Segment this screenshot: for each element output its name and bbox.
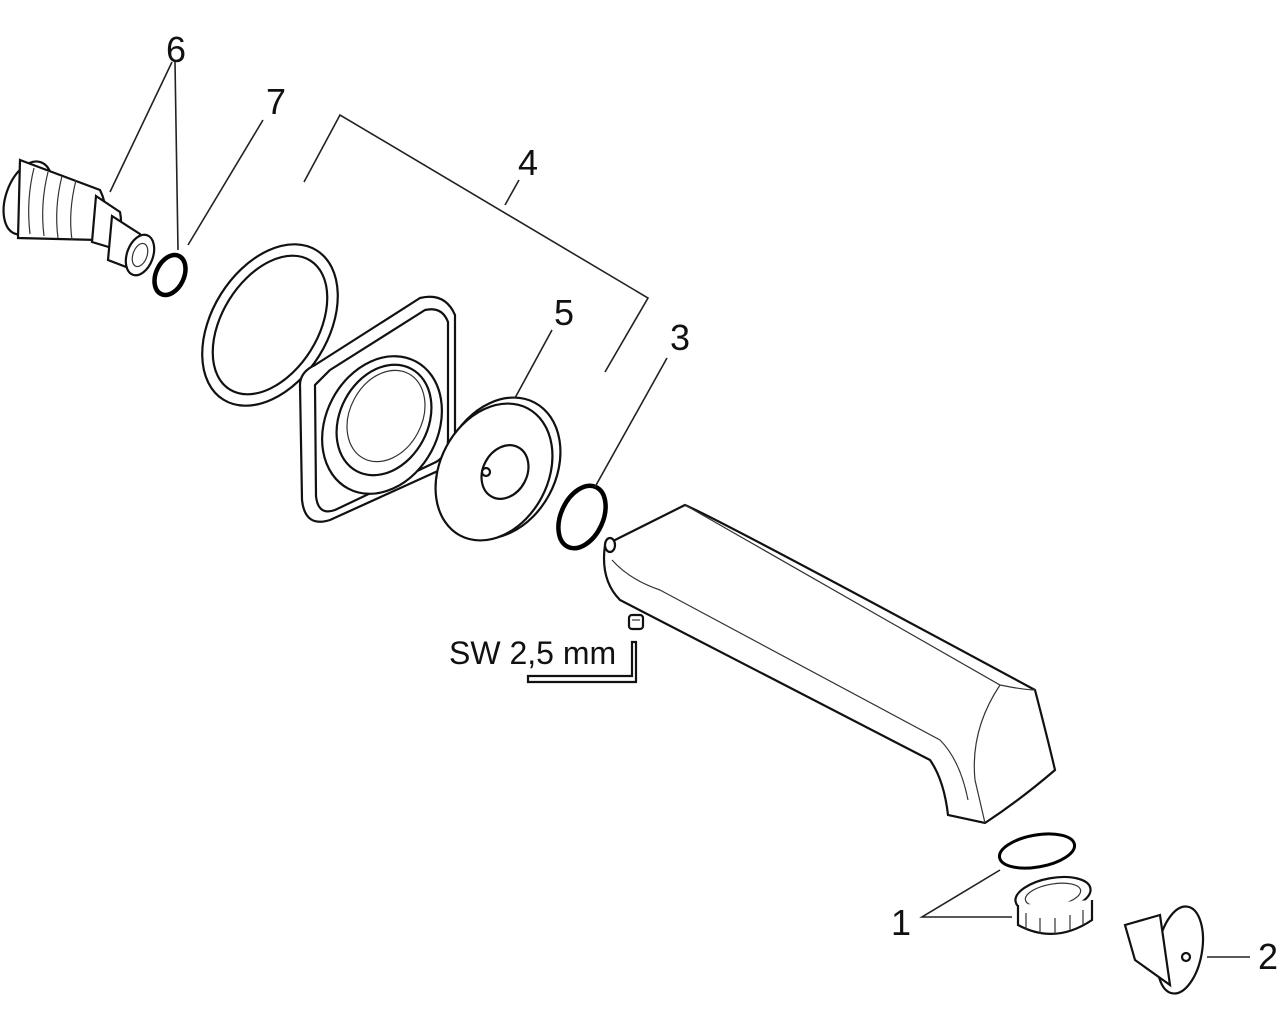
flat-gasket	[201, 243, 339, 407]
hex-key-icon	[526, 640, 638, 684]
part-3-oring	[556, 483, 608, 551]
part-1-aerator	[997, 832, 1094, 935]
part-5-cover-disc	[434, 396, 562, 542]
callout-4: 4	[518, 142, 538, 183]
part-7-oring	[152, 252, 188, 298]
callout-7: 7	[266, 81, 286, 122]
callout-6: 6	[166, 29, 186, 70]
part-4-rosette	[298, 295, 457, 523]
part-2-aerator-key	[1123, 905, 1205, 995]
callout-2: 2	[1258, 936, 1278, 977]
hex-key-size-label: SW 2,5 mm	[449, 635, 616, 671]
callout-3: 3	[670, 317, 690, 358]
callout-1: 1	[891, 902, 911, 943]
leader-lines	[109, 61, 1250, 958]
set-screw	[627, 613, 645, 631]
callout-5: 5	[554, 292, 574, 333]
part-6-connector	[2, 158, 156, 277]
spout	[602, 503, 1057, 825]
